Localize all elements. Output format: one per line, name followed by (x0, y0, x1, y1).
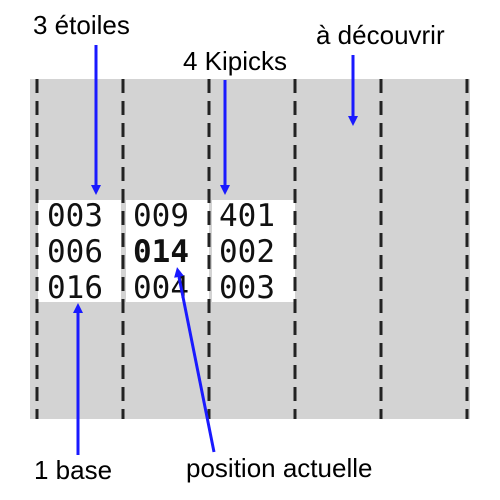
value-c1-r1: 003 (47, 198, 103, 234)
column-box-3 (212, 200, 295, 302)
column-box-1 (38, 200, 121, 302)
value-c1-r3: 016 (47, 270, 103, 306)
label-current: position actuelle (186, 453, 373, 483)
label-stars: 3 étoiles (33, 10, 130, 40)
column-box-2 (126, 200, 209, 302)
label-discover: à découvrir (316, 20, 445, 50)
value-c3-r2: 002 (219, 234, 275, 270)
value-c3-r1: 401 (219, 198, 275, 234)
arrows (73, 45, 358, 455)
arrow-current (174, 267, 216, 453)
column-dividers (35, 79, 469, 419)
value-c2-r2-current: 014 (133, 234, 189, 270)
value-c3-r3: 003 (219, 270, 275, 306)
label-kipicks: 4 Kipicks (183, 46, 288, 76)
value-c2-r1: 009 (133, 198, 189, 234)
value-c1-r2: 006 (47, 234, 103, 270)
label-base: 1 base (34, 455, 113, 485)
